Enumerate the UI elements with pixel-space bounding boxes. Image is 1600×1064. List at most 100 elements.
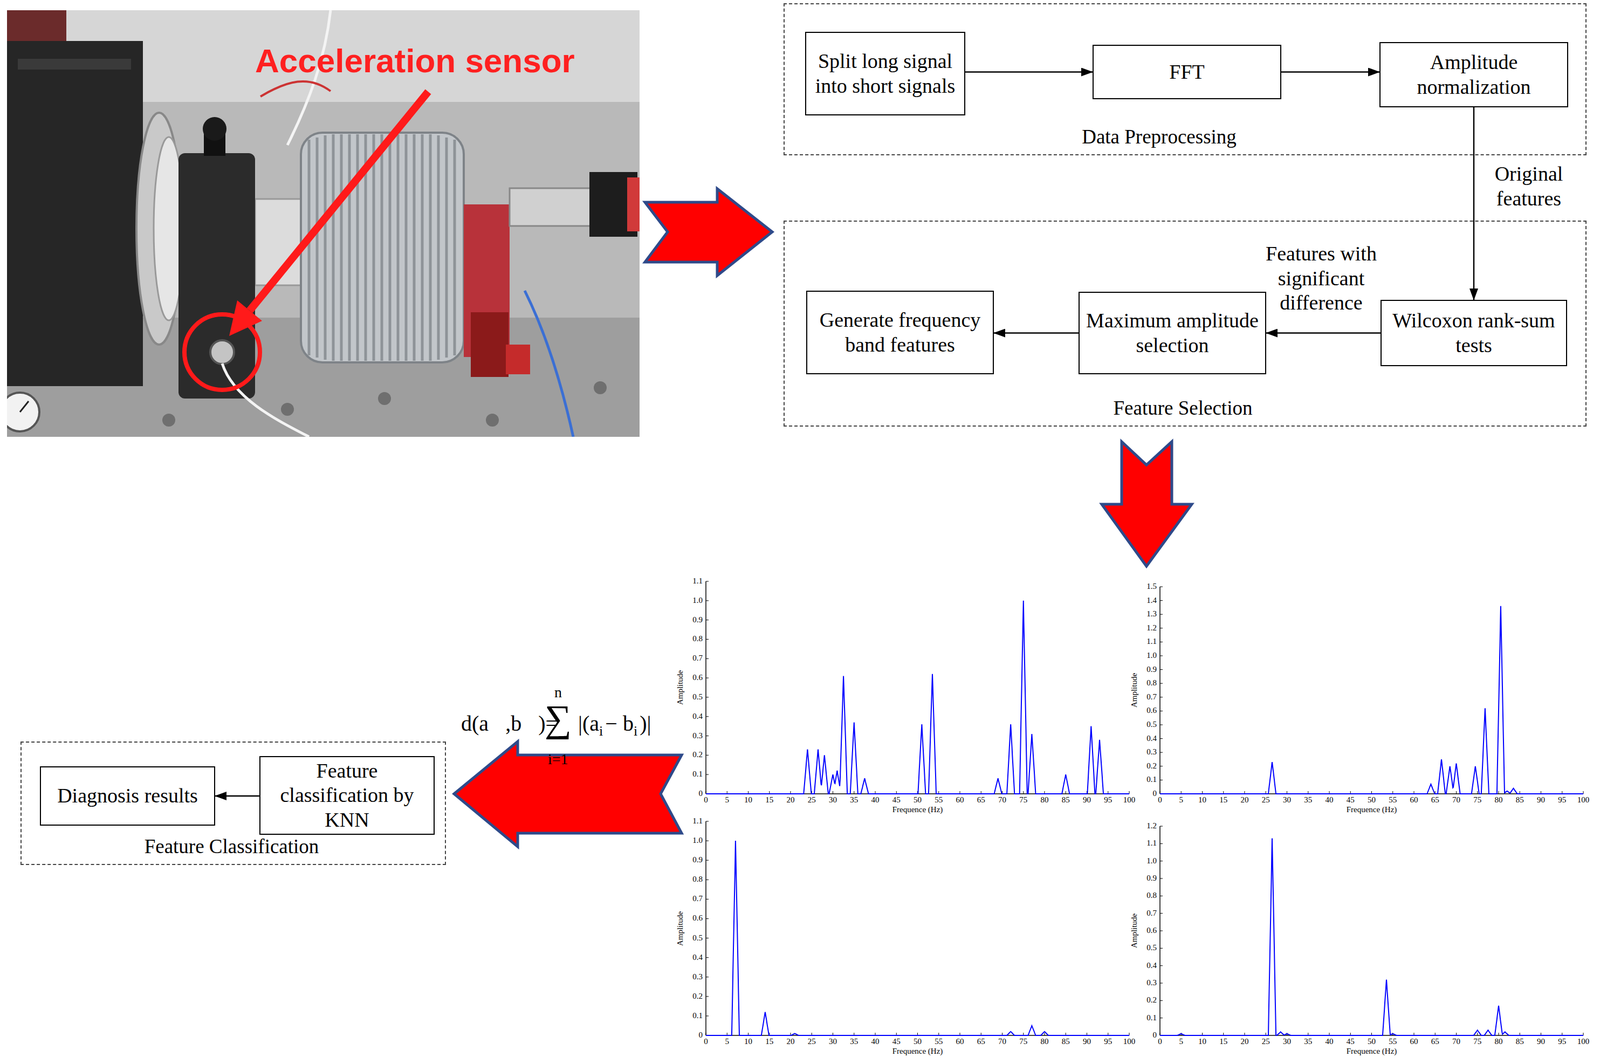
axis-title: Amplitude xyxy=(676,670,685,705)
axis-tick-label: 10 xyxy=(1198,795,1207,805)
axis-tick-label: 90 xyxy=(1082,795,1091,805)
axis-title: Frequence (Hz) xyxy=(1346,1047,1398,1056)
axis-tick-label: 35 xyxy=(1303,795,1313,805)
axis-tick-label: 1.4 xyxy=(1146,596,1157,605)
axis-tick-label: 0.5 xyxy=(692,934,703,943)
photo-group xyxy=(7,10,640,437)
axis-tick-label: 0.2 xyxy=(692,750,703,759)
y-axis xyxy=(705,581,707,794)
tick-mark xyxy=(1159,965,1163,966)
axis-title: Amplitude xyxy=(1130,913,1139,949)
tick-mark xyxy=(1044,1032,1046,1036)
tick-mark xyxy=(705,1015,709,1016)
sensor-wire xyxy=(222,363,309,437)
axis-tick-label: 15 xyxy=(765,1037,774,1046)
tick-mark xyxy=(705,898,709,900)
box-text: Split long signal into short signals xyxy=(809,49,961,99)
wire xyxy=(287,10,331,146)
tick-mark xyxy=(1159,586,1163,588)
axis-tick-label: 70 xyxy=(1452,1037,1461,1046)
callout-arrowhead xyxy=(229,300,263,336)
connector-arrow xyxy=(965,71,1093,73)
axis-tick-label: 5 xyxy=(725,1037,730,1046)
tick-mark xyxy=(1159,930,1163,932)
axis-tick-label: 20 xyxy=(1240,795,1249,805)
axis-tick-label: 15 xyxy=(1219,795,1228,805)
axis-tick-label: 55 xyxy=(1388,1037,1397,1046)
tick-mark xyxy=(1159,655,1163,657)
axis-tick-label: 95 xyxy=(1557,795,1567,805)
process-box: Split long signal into short signals xyxy=(805,31,966,116)
tick-mark xyxy=(705,658,709,659)
formula-limit: i=1 xyxy=(547,751,569,767)
axis-tick-label: 25 xyxy=(1261,1037,1270,1046)
connector-arrow xyxy=(1281,71,1380,73)
process-box: Amplitude normalization xyxy=(1379,42,1569,108)
axis-tick-label: 25 xyxy=(1261,795,1270,805)
bearing-housing xyxy=(178,153,256,399)
connector-arrow xyxy=(215,795,260,798)
axis-tick-label: 50 xyxy=(913,1037,922,1046)
axis-tick-label: 25 xyxy=(807,1037,816,1046)
axis-title: Amplitude xyxy=(676,910,685,946)
box-text: Amplitude normalization xyxy=(1383,50,1564,100)
axis-tick-label: 20 xyxy=(786,1037,795,1046)
axis-tick-label: 0.8 xyxy=(1146,678,1157,688)
axis-tick-label: 5 xyxy=(725,795,730,805)
axis-tick-label: 0 xyxy=(1152,1031,1158,1040)
axis-tick-label: 20 xyxy=(786,795,795,805)
acceleration-sensor xyxy=(210,340,235,365)
formula-term: |(ai− bi)| xyxy=(578,712,651,739)
axis-tick-label: 30 xyxy=(828,795,837,805)
axis-tick-label: 75 xyxy=(1019,1037,1028,1046)
axis-tick-label: 10 xyxy=(744,795,753,805)
axis-tick-label: 35 xyxy=(849,795,858,805)
axis-tick-label: 35 xyxy=(1303,1037,1313,1046)
y-axis xyxy=(1159,586,1161,794)
axis-tick-label: 1.1 xyxy=(692,816,703,826)
bracket-base xyxy=(470,312,509,377)
formula-limit: n xyxy=(554,684,562,700)
tick-mark xyxy=(705,976,709,978)
tick-mark xyxy=(1159,669,1163,670)
axis-tick-label: 95 xyxy=(1103,1037,1112,1046)
axis-title: Amplitude xyxy=(1130,673,1139,708)
tick-mark xyxy=(705,581,709,582)
axis-tick-label: 1.0 xyxy=(1146,856,1157,865)
axis-tick-label: 0.8 xyxy=(1146,891,1157,900)
drum-fins xyxy=(308,134,455,361)
axis-tick-label: 50 xyxy=(913,795,922,805)
tick-mark xyxy=(1159,600,1163,601)
axis-tick-label: 80 xyxy=(1494,1037,1503,1046)
axis-tick-label: 0.3 xyxy=(692,972,703,981)
box-text: FFT xyxy=(1169,59,1205,85)
axis-tick-label: 0.2 xyxy=(1146,996,1157,1005)
axis-tick-label: 55 xyxy=(1388,795,1397,805)
tick-mark xyxy=(705,677,709,679)
tick-mark xyxy=(705,619,709,621)
formula-text: i xyxy=(599,723,603,739)
group-label: Data Preprocessing xyxy=(758,125,1560,149)
axis-tick-label: 50 xyxy=(1367,1037,1376,1046)
connector-arrow xyxy=(1266,332,1381,334)
process-box: Diagnosis results xyxy=(39,766,216,826)
axis-tick-label: 65 xyxy=(1431,1037,1440,1046)
axis-tick-label: 15 xyxy=(1219,1037,1228,1046)
gauge-needle xyxy=(19,401,29,412)
axis-title: Frequence (Hz) xyxy=(892,1047,944,1056)
axis-tick-label: 5 xyxy=(1179,1037,1184,1046)
formula-text: )| xyxy=(639,711,651,736)
axis-tick-label: 1.2 xyxy=(1146,821,1157,830)
pressure-gauge xyxy=(7,392,40,432)
axis-tick-label: 0.8 xyxy=(692,875,703,884)
photo-background xyxy=(7,10,640,437)
dashed-group: Feature SelectionWilcoxon rank-sum tests… xyxy=(783,220,1587,427)
axis-tick-label: 75 xyxy=(1473,1037,1482,1046)
axis-tick-label: 0.8 xyxy=(692,634,703,643)
axis-tick-label: 1.5 xyxy=(1146,582,1157,591)
axis-tick-label: 0.2 xyxy=(1146,761,1157,771)
axis-tick-label: 65 xyxy=(1431,795,1440,805)
